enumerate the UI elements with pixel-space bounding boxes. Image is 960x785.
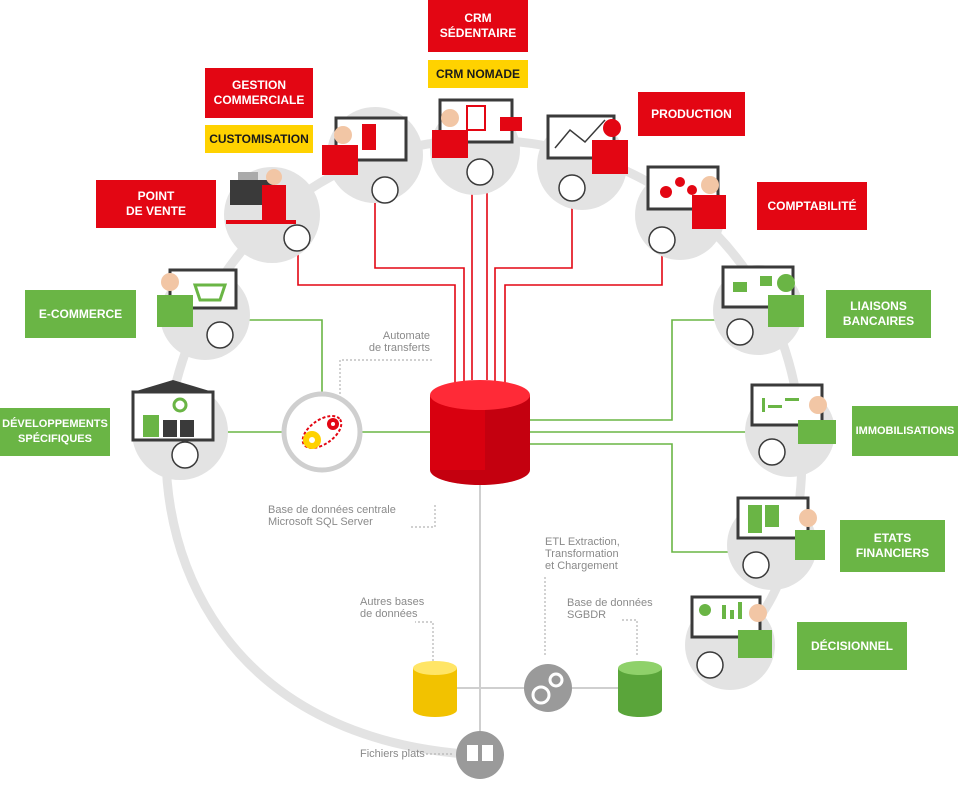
node-comptabilite[interactable] (635, 165, 726, 260)
label-crm-nomade[interactable]: CRM NOMADE (428, 60, 528, 88)
node-liaisons-bancaires[interactable] (713, 265, 804, 355)
flat-files-icon[interactable] (456, 731, 504, 779)
label-comptabilite[interactable]: COMPTABILITÉ (757, 182, 867, 230)
yellow-database-icon[interactable] (413, 661, 457, 717)
green-connectors (210, 319, 750, 553)
label-gestion-commerciale[interactable]: GESTION COMMERCIALE (205, 68, 313, 118)
note-autres-bases: Autres bases de données (360, 596, 425, 620)
node-production[interactable] (537, 114, 628, 210)
note-automate: Automate de transferts (368, 330, 430, 354)
label-developpements-specifiques[interactable]: DÉVELOPPEMENTS SPÉCIFIQUES (0, 408, 110, 456)
node-etats-financiers[interactable] (727, 496, 825, 590)
label-decisionnel[interactable]: DÉCISIONNEL (797, 622, 907, 670)
label-liaisons-bancaires[interactable]: LIAISONS BANCAIRES (826, 290, 931, 338)
node-gestion-commerciale[interactable] (322, 107, 423, 204)
transfer-automate[interactable] (281, 391, 363, 473)
annotation-leaders (339, 359, 638, 755)
node-developpements-specifiques[interactable] (131, 380, 228, 480)
label-immobilisations[interactable]: IMMOBILISATIONS (852, 406, 958, 456)
label-production[interactable]: PRODUCTION (638, 92, 745, 136)
label-etats-financiers[interactable]: ETATS FINANCIERS (840, 520, 945, 572)
note-sgbdr: Base de données SGBDR (567, 597, 653, 621)
node-immobilisations[interactable] (745, 383, 836, 477)
node-point-de-vente[interactable] (224, 167, 320, 263)
note-base-centrale: Base de données centrale Microsoft SQL S… (268, 504, 396, 528)
node-crm[interactable] (430, 98, 522, 195)
red-connectors (297, 175, 663, 385)
label-e-commerce[interactable]: E-COMMERCE (25, 290, 136, 338)
note-etl: ETL Extraction, Transformation et Charge… (545, 536, 620, 572)
etl-gears-icon[interactable] (524, 664, 572, 712)
green-database-icon[interactable] (618, 661, 662, 717)
label-point-de-vente[interactable]: POINT DE VENTE (96, 180, 216, 228)
node-decisionnel[interactable] (685, 595, 775, 690)
note-fichiers-plats: Fichiers plats (360, 748, 425, 760)
central-database[interactable] (430, 380, 530, 485)
node-e-commerce[interactable] (157, 268, 250, 360)
label-crm-sedentaire[interactable]: CRM SÉDENTAIRE (428, 0, 528, 52)
label-customisation[interactable]: CUSTOMISATION (205, 125, 313, 153)
